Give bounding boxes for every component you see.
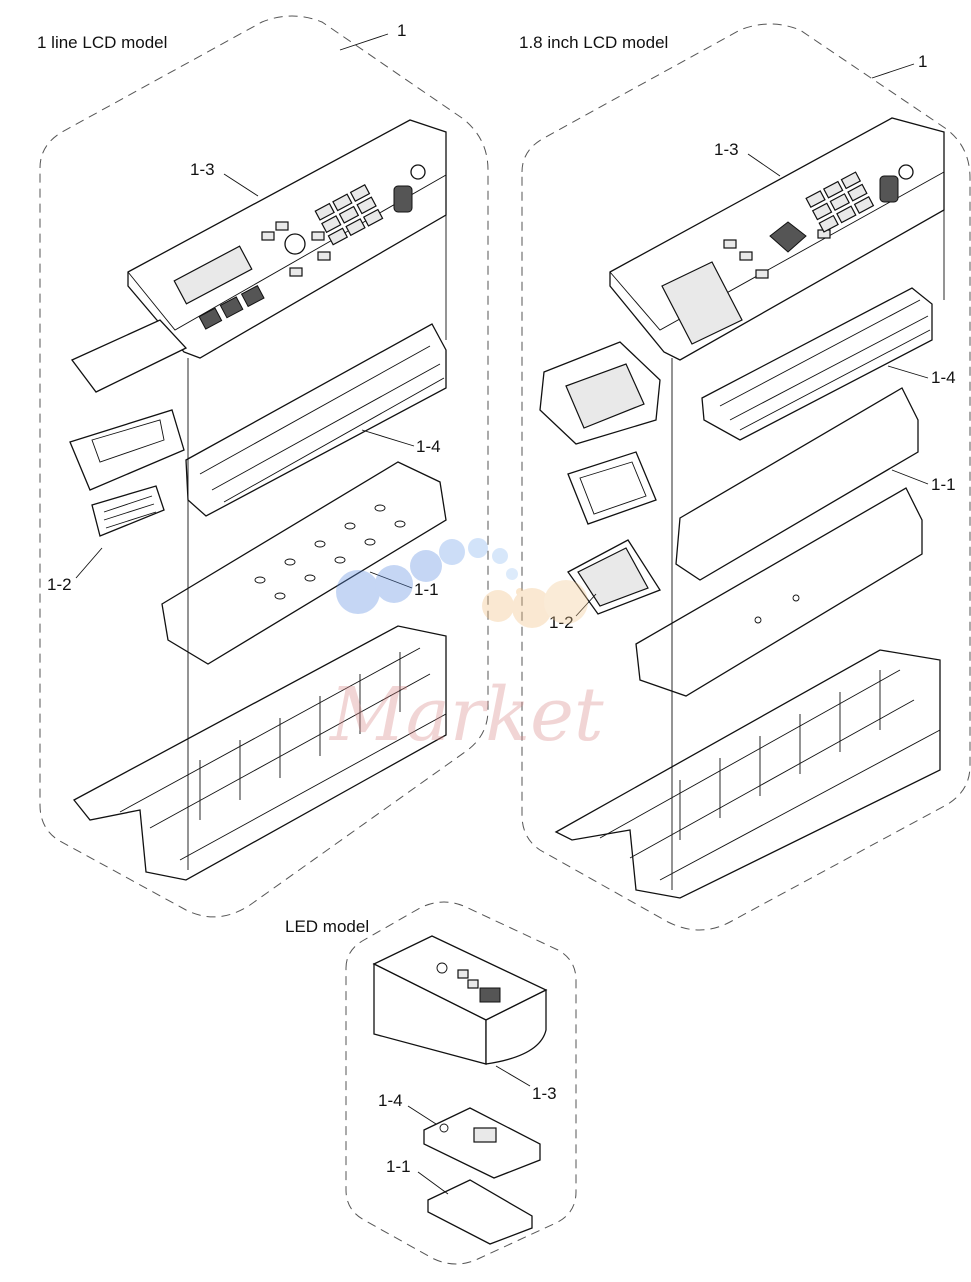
g1-lcd-module — [91, 485, 165, 537]
g2-leader-1-3 — [747, 153, 781, 177]
g1-pcb — [161, 461, 447, 665]
g1-leader-1-4 — [361, 429, 415, 447]
g1-leader-1-1 — [369, 571, 413, 589]
g2-housing — [554, 649, 941, 899]
g2-key-rubber — [701, 287, 933, 441]
g2-leader-1-4 — [887, 365, 929, 379]
g3-leader-1-3 — [495, 1065, 531, 1087]
g1-label-1-3: 1-3 — [190, 160, 215, 179]
g2-label-1-1: 1-1 — [931, 475, 956, 494]
g3-label-1-1: 1-1 — [386, 1157, 411, 1176]
g1-lcd-film — [70, 319, 188, 393]
g2-pcb — [635, 487, 923, 697]
group-2-assembly-ref: 1 — [918, 52, 927, 71]
g1-label-1-1: 1-1 — [414, 580, 439, 599]
group-3-title: LED model — [285, 917, 369, 936]
g1-housing — [73, 625, 447, 881]
g3-led-pcb — [427, 1179, 533, 1245]
g3-label-1-3: 1-3 — [532, 1084, 557, 1103]
g1-lcd-holder — [69, 409, 185, 491]
g2-label-1-4: 1-4 — [931, 368, 956, 387]
g3-leader-1-1 — [417, 1171, 449, 1195]
g1-leader-1-3 — [223, 173, 259, 197]
group-2-title: 1.8 inch LCD model — [519, 33, 668, 52]
group-1-line-lcd: 1 line LCD model 1 — [37, 15, 489, 918]
g2-sheet — [675, 387, 919, 581]
g2-leader-1-1 — [891, 469, 929, 485]
g1-label-1-4: 1-4 — [416, 437, 441, 456]
watermark-logo: Market — [328, 538, 604, 758]
g2-label-1-2: 1-2 — [549, 613, 574, 632]
group-1-title: 1 line LCD model — [37, 33, 167, 52]
g1-label-1-2: 1-2 — [47, 575, 72, 594]
g2-lcd-frame — [567, 451, 657, 525]
group-2-assembly-leader — [871, 63, 915, 79]
g2-panel-cover — [609, 117, 945, 361]
group-1-assembly-leader — [339, 33, 389, 51]
g3-leader-1-4 — [407, 1105, 437, 1125]
g2-leader-1-2 — [575, 593, 597, 617]
group-1-8-inch-lcd: 1.8 inch LCD model 1 — [519, 23, 971, 931]
g2-label-1-3: 1-3 — [714, 140, 739, 159]
group-3-boundary — [345, 901, 577, 1265]
g1-leader-1-2 — [75, 547, 103, 579]
g3-led-keys — [423, 1107, 541, 1179]
g3-led-cover — [372, 935, 548, 1065]
g1-panel-cover — [127, 119, 447, 359]
g3-label-1-4: 1-4 — [378, 1091, 403, 1110]
group-1-assembly-ref: 1 — [397, 21, 406, 40]
watermark-text: Market — [328, 672, 604, 758]
group-1-boundary — [39, 15, 489, 918]
group-led: LED model 1-3 1-4 1-1 — [285, 901, 577, 1265]
